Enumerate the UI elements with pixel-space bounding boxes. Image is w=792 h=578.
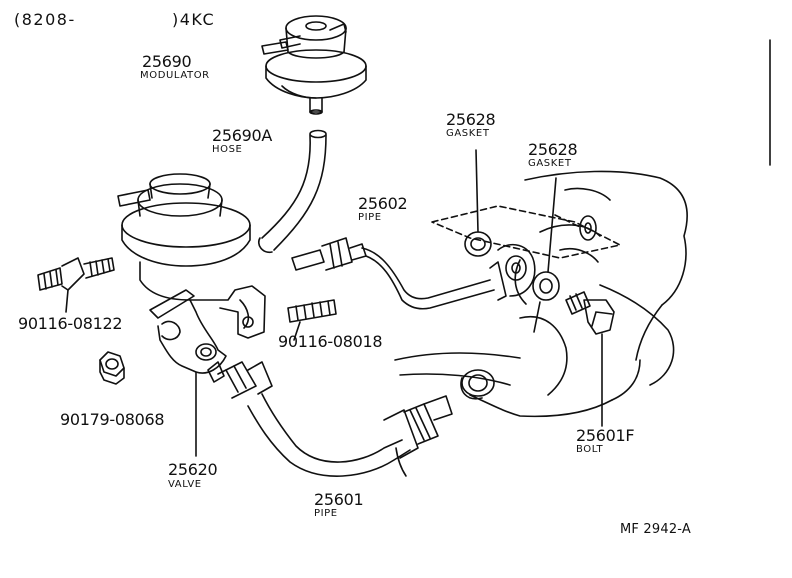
pipe-lower-label: PIPE [314,508,338,519]
bolt-label: BOLT [576,444,604,455]
stud-a-part-number: 90116-08122 [18,314,123,333]
nut-part [99,351,125,385]
gasket-b-part [532,177,560,333]
pipe-upper-part [291,237,536,310]
pipe-upper-part-number: 25602 [358,194,408,213]
pipe-upper-label: PIPE [358,212,382,223]
gasket-b-part-number: 25628 [528,140,578,159]
modulator-part [261,15,367,115]
hose-label: HOSE [212,144,243,155]
valve-label: VALVE [168,479,202,490]
modulator-label: MODULATOR [140,70,210,81]
pipe-lower-part-number: 25601 [314,490,364,509]
hose-part [257,129,327,254]
bolt-part [565,291,615,427]
header-range: (8208- [14,10,76,29]
stud-bolt-a [37,257,115,313]
gasket-a-part [464,149,492,257]
bolt-part-number: 25601F [576,426,635,445]
valve-part-number: 25620 [168,460,218,479]
stud-bolt-b [287,299,337,341]
engine-block-outline [394,39,771,418]
modulator-part-number: 25690 [142,52,192,71]
header-engine: )4KC [172,10,216,29]
nut-part-number: 90179-08068 [60,410,165,429]
pipe-lower-part [207,361,453,477]
gasket-b-label: GASKET [528,158,572,169]
gasket-a-part-number: 25628 [446,110,496,129]
stud-b-part-number: 90116-08018 [278,332,383,351]
egr-valve-part [117,173,266,457]
gasket-a-label: GASKET [446,128,490,139]
hose-part-number: 25690A [212,126,273,145]
figure-reference: MF 2942-A [620,522,692,537]
